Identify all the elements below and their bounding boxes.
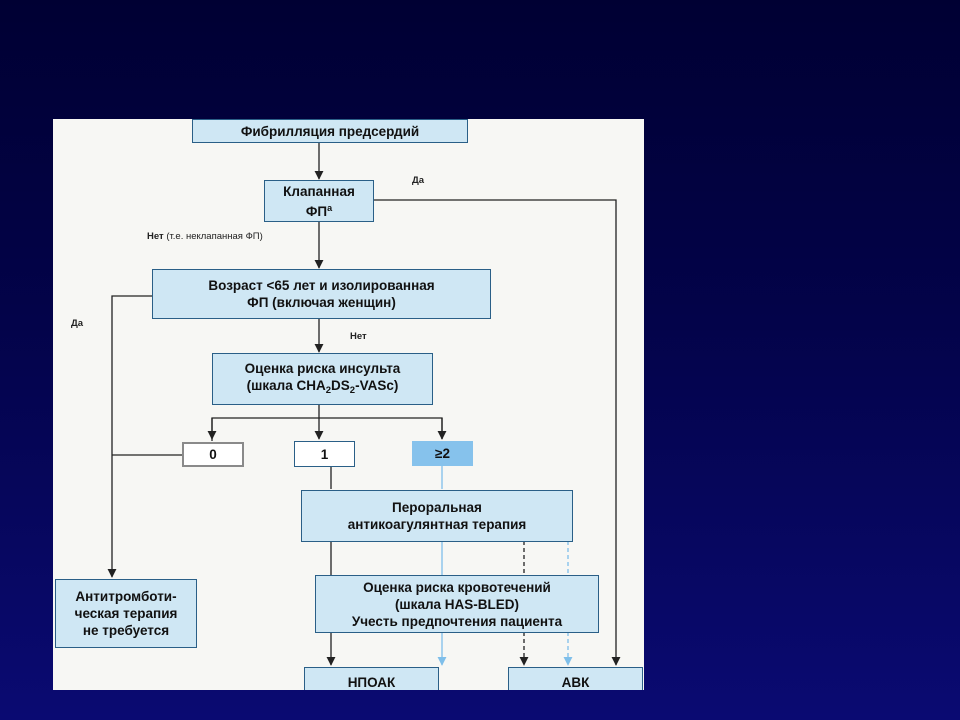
- score-1-box: 1: [294, 441, 355, 467]
- noac-box: НПОАК: [304, 667, 439, 690]
- flowchart-panel: Фибрилляция предсердий Клапанная ФПa Да …: [53, 119, 644, 690]
- oral-anticoagulant-box: Пероральная антикоагулянтная терапия: [301, 490, 573, 542]
- label-no-valvular: Нет (т.е. неклапанная ФП): [147, 231, 263, 242]
- vka-box: АВК: [508, 667, 643, 690]
- valvular-af-box: Клапанная ФПa: [264, 180, 374, 222]
- label-no-valvular-note: (т.е. неклапанная ФП): [166, 231, 263, 242]
- score-2-plus-box: ≥2: [412, 441, 473, 466]
- no-antithrombotic-box: Антитромботи- ческая терапия не требуетс…: [55, 579, 197, 648]
- label-yes-valvular: Да: [412, 175, 425, 186]
- valvular-line2: ФПa: [305, 202, 333, 219]
- atrial-fibrillation-box: Фибрилляция предсердий: [192, 119, 468, 143]
- stroke-risk-box: Оценка риска инсульта (шкала CHA2DS2-VAS…: [212, 353, 433, 405]
- stroke-line1: Оценка риска инсульта: [244, 360, 401, 376]
- label-no-age: Нет: [350, 331, 367, 342]
- score-0-box: 0: [182, 442, 244, 467]
- label-yes-age: Да: [71, 318, 84, 329]
- valvular-line1: Клапанная: [283, 183, 355, 199]
- age-box: Возраст <65 лет и изолированная ФП (вклю…: [152, 269, 491, 319]
- stroke-line2: (шкала CHA2DS2-VASc): [246, 377, 399, 396]
- bleeding-risk-box: Оценка риска кровотечений (шкала HAS-BLE…: [315, 575, 599, 633]
- valvular-footnote: a: [327, 202, 333, 213]
